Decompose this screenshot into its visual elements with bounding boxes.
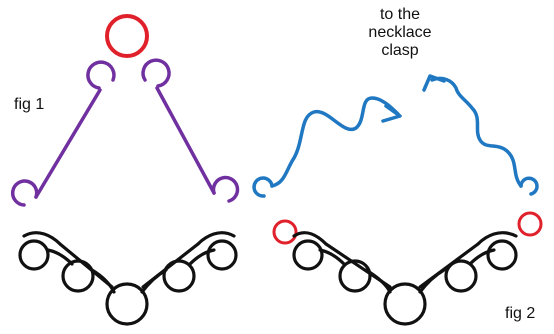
fig-2-label: fig 2 [505, 305, 536, 322]
clasp-line-2: necklace [368, 23, 432, 41]
black-loop-chain [18, 231, 238, 326]
red-jump-ring [105, 14, 149, 58]
blue-wire-left [270, 96, 400, 188]
purple-loop-upper-right [141, 58, 171, 88]
red-jump-ring-left [272, 219, 298, 245]
black-loop-chain-2 [292, 231, 518, 326]
clasp-annotation: to the necklace clasp [345, 6, 455, 60]
figure-2 [252, 74, 543, 326]
purple-loop-lower-right [211, 175, 240, 203]
arrow-right-icon [381, 104, 402, 123]
purple-loop-lower-left [10, 179, 39, 207]
blue-loop-right [519, 176, 539, 196]
purple-loop-upper-left [86, 60, 116, 90]
purple-wire-right [155, 86, 216, 195]
purple-wire-left [34, 88, 102, 199]
clasp-line-3: clasp [381, 41, 419, 59]
clasp-line-1: to the [379, 6, 421, 23]
fig-1-label: fig 1 [14, 96, 45, 113]
arrow-up-icon [422, 74, 446, 92]
blue-wire-right [430, 76, 523, 188]
blue-loop-left [252, 176, 274, 198]
red-jump-ring-right [517, 211, 543, 237]
figure-1 [10, 14, 240, 326]
